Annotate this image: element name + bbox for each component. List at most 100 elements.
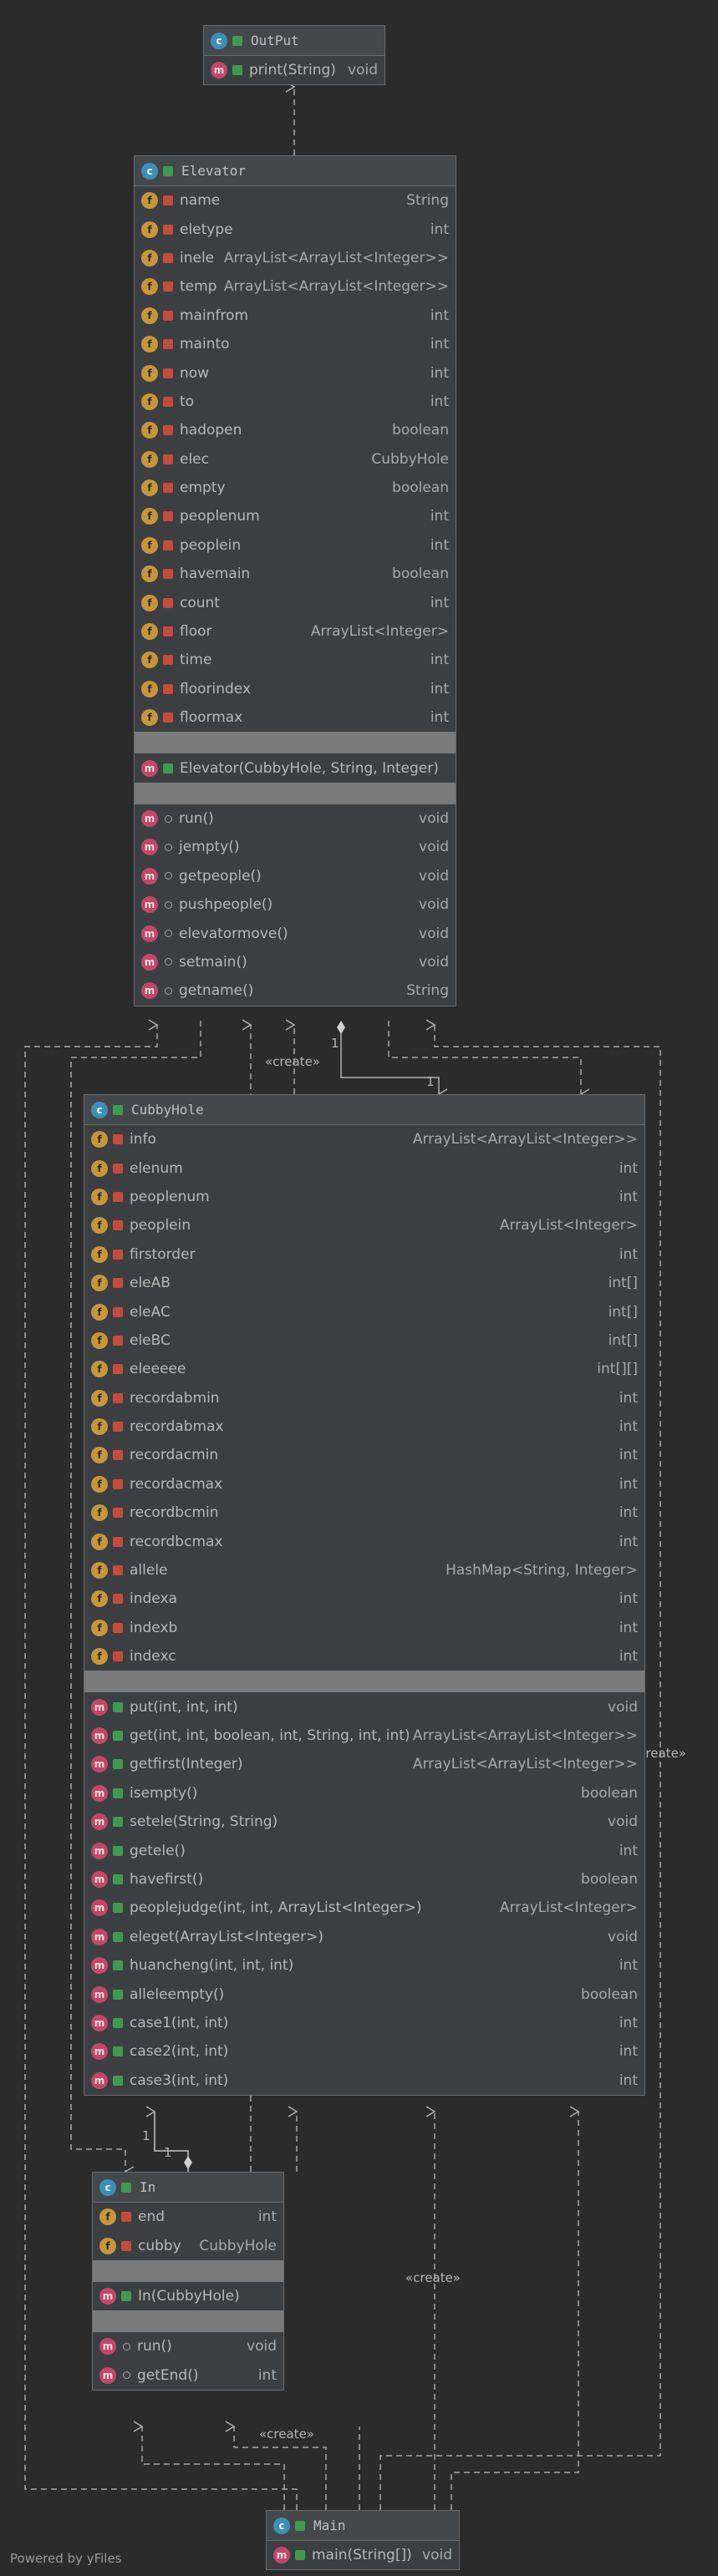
cubbyhole-member-name: recordbcmin <box>130 1504 219 1522</box>
cubbyhole-member-type: ArrayList<ArrayList<Integer>> <box>412 1756 638 1773</box>
field-icon: f <box>141 479 158 497</box>
cubbyhole-member-name: eleAC <box>130 1303 171 1321</box>
field-icon: f <box>91 1447 108 1464</box>
elevator-member-name: elec <box>180 450 209 468</box>
main-class-name: Main <box>313 2518 346 2533</box>
package-access-icon <box>165 872 172 880</box>
private-access-icon <box>113 1508 123 1519</box>
method-icon: m <box>91 1870 108 1888</box>
public-access-icon <box>113 1787 123 1798</box>
cubbyhole-member-type: int <box>619 1842 638 1859</box>
cubbyhole-member-name: info <box>130 1131 156 1149</box>
field-icon: f <box>141 565 158 583</box>
field-icon: f <box>91 1303 108 1321</box>
cubbyhole-member-name: peoplejudge(int, int, ArrayList<Integer>… <box>130 1899 422 1917</box>
cubbyhole-member-type: int <box>619 1648 638 1666</box>
private-access-icon <box>163 454 173 464</box>
field-icon: f <box>141 221 158 238</box>
package-access-icon <box>165 958 172 966</box>
method-icon: m <box>211 62 227 79</box>
field-icon: f <box>141 393 158 410</box>
public-access-icon <box>232 65 242 76</box>
